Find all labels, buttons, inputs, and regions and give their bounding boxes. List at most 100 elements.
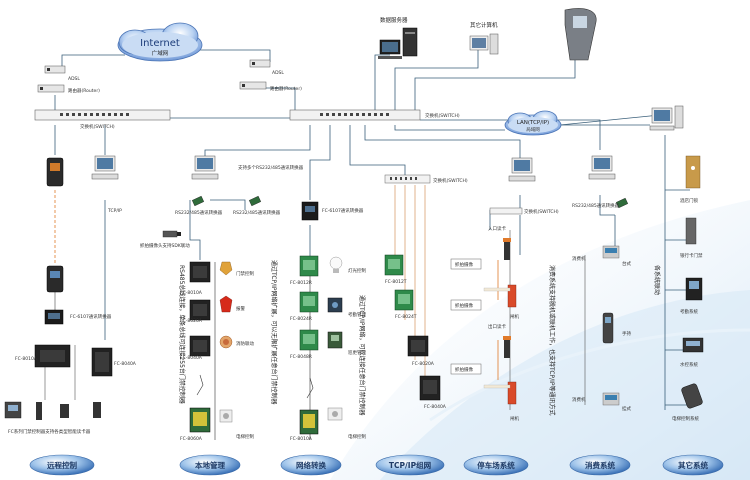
svg-text:消费机: 消费机 bbox=[572, 396, 586, 403]
internet-cloud: Internet 广域网 bbox=[117, 22, 203, 62]
remote-controller-a-label: FC-8010A bbox=[15, 356, 38, 362]
rs-converter-consumption: RS232/485通讯转换器 bbox=[572, 197, 629, 209]
other-attendance: 考勤系统 bbox=[680, 277, 703, 315]
other-vertical-text: 各系统联动 bbox=[653, 265, 661, 295]
lan-cloud-title: LAN(TCP/IP) bbox=[517, 120, 549, 126]
pc-local bbox=[191, 155, 219, 180]
svg-text:停车场系统: 停车场系统 bbox=[477, 460, 515, 470]
fc-module-left-top bbox=[46, 157, 64, 187]
pc-consumption bbox=[588, 155, 616, 180]
local-controller-3: FC-8040A bbox=[180, 335, 211, 361]
svg-text:FC-8040A: FC-8040A bbox=[424, 404, 447, 410]
network-item-attendance: 考勤管理 bbox=[327, 297, 366, 318]
parking-reader-pole-1 bbox=[503, 238, 511, 260]
svg-text:挂式: 挂式 bbox=[622, 405, 631, 412]
svg-text:FC-8012T: FC-8012T bbox=[385, 279, 407, 285]
svg-text:FC-8020A: FC-8020A bbox=[412, 361, 435, 367]
other-elevator-control: 电梯控制系统 bbox=[672, 383, 703, 422]
router-left: 路由器(Router) bbox=[37, 84, 100, 94]
tcpip-group: 通过TCP/IP网络，可以连接任意台门禁控制器 FC-8012T FC-8024… bbox=[358, 254, 447, 416]
pos-terminal-b: 消费机 挂式 bbox=[572, 392, 631, 412]
other-hotel-lock: 酒店门锁 bbox=[680, 155, 701, 204]
local-controller-2: FC-8020A bbox=[180, 299, 211, 324]
svg-text:消费机: 消费机 bbox=[572, 255, 586, 262]
rs-converter-b-label: RS232/485通讯转换器 bbox=[233, 209, 281, 216]
adsl-modem-mid: ADSL bbox=[249, 59, 284, 76]
other-systems-group: 各系统联动 酒店门锁 银行卡门禁 考勤系统 水控系统 电梯控制系统 bbox=[653, 155, 704, 422]
lan-cloud: LAN(TCP/IP) 局域网 bbox=[504, 110, 562, 136]
parking-reader-pole-2 bbox=[503, 336, 511, 358]
svg-text:FC-8010A: FC-8010A bbox=[290, 436, 313, 442]
switch-left-label: 交换机(SWITCH) bbox=[80, 123, 115, 130]
svg-text:网络转换: 网络转换 bbox=[296, 460, 326, 470]
svg-text:消费系统: 消费系统 bbox=[585, 460, 615, 470]
camera-local: 抓拍摄像头支持SDK联动 bbox=[140, 230, 190, 249]
fc-converter-mid: FC-6107通讯转换器 bbox=[301, 201, 364, 221]
svg-text:FC-8024T: FC-8024T bbox=[395, 314, 417, 320]
background-wave bbox=[330, 200, 750, 480]
svg-text:抓拍摄像: 抓拍摄像 bbox=[455, 261, 473, 268]
svg-text:抓拍摄像: 抓拍摄像 bbox=[455, 302, 473, 309]
pc-lan bbox=[649, 105, 684, 131]
svg-text:抓拍摄像: 抓拍摄像 bbox=[455, 366, 473, 373]
parking-camera-2: 抓拍摄像 bbox=[450, 299, 482, 311]
tcp-controller-4: FC-8040A bbox=[419, 375, 447, 410]
network-controller-1: FC-8012R bbox=[290, 255, 319, 286]
rs-converters-local: RS232/485通讯转换器 RS232/485通讯转换器 bbox=[175, 195, 281, 216]
svg-text:FC-8012R: FC-8012R bbox=[290, 280, 312, 286]
svg-text:台式: 台式 bbox=[622, 260, 631, 267]
data-server: 数据服务器 bbox=[378, 16, 418, 59]
network-controller-4: FC-8010A bbox=[290, 409, 319, 442]
network-vertical-text: 通过TCP/IP网络扩展，可以无限扩展任意台门禁控制器 bbox=[270, 260, 278, 405]
network-item-patrol: 巡更管理 bbox=[327, 331, 366, 356]
router-mid: 路由器(Router) bbox=[239, 81, 302, 92]
handheld-terminal: 手持 bbox=[602, 312, 631, 344]
controller-remote-b: FC-8040A bbox=[91, 347, 137, 377]
local-management-group: RS485总线连接，单条总线可连接255台门禁控制器 FC-8010A FC-8… bbox=[178, 261, 254, 442]
switch-mid: 交换机(SWITCH) bbox=[289, 109, 460, 121]
category-local: 本地管理 bbox=[179, 454, 241, 476]
svg-text:巡更管理: 巡更管理 bbox=[348, 349, 366, 356]
svg-text:水控系统: 水控系统 bbox=[680, 361, 698, 368]
network-item-elevator: 电梯控制 bbox=[327, 407, 366, 440]
parking-exit-label: 出口读卡 bbox=[488, 323, 506, 330]
adsl-modem-left: ADSL bbox=[44, 65, 80, 82]
switch-tcp: 交换机(SWITCH) bbox=[384, 174, 468, 184]
svg-text:灯光控制: 灯光控制 bbox=[348, 267, 366, 274]
switch-left: 交换机(SWITCH) bbox=[34, 109, 171, 130]
category-tcpip: TCP/IP组网 bbox=[375, 454, 445, 476]
svg-text:消防联动: 消防联动 bbox=[236, 340, 254, 347]
svg-text:电梯控制: 电梯控制 bbox=[236, 433, 254, 440]
other-computer-label: 其它计算机 bbox=[470, 21, 498, 29]
svg-text:闸机: 闸机 bbox=[510, 313, 519, 320]
svg-text:FC-8040A: FC-8040A bbox=[180, 355, 203, 361]
adsl-left-label: ADSL bbox=[68, 76, 80, 82]
tcp-controller-2: FC-8024T bbox=[394, 289, 417, 320]
local-item-door-control: 门禁控制 bbox=[219, 261, 254, 277]
parking-group: 入口读卡 出口读卡 抓拍摄像 抓拍摄像 抓拍摄像 闸机 闸机 bbox=[450, 225, 519, 422]
connection-lines bbox=[54, 49, 690, 410]
tcp-vertical-text: 通过TCP/IP网络，可以连接任意台门禁控制器 bbox=[358, 295, 366, 416]
parking-entrance-label: 入口读卡 bbox=[488, 225, 506, 232]
fc-converter-left: FC-6107通讯转换器 bbox=[44, 309, 112, 325]
local-item-fire-linkage: 消防联动 bbox=[219, 335, 254, 349]
local-controller-4: FC-8060A bbox=[180, 407, 211, 442]
controller-remote-a: FC-8010A bbox=[15, 344, 71, 368]
other-computer: 其它计算机 bbox=[469, 21, 499, 55]
category-other: 其它系统 bbox=[662, 454, 724, 476]
svg-text:FC-8010A: FC-8010A bbox=[180, 290, 203, 296]
category-remote: 远程控制 bbox=[29, 454, 95, 476]
consumption-vertical-text: 消费系统支持脱机或联机工作，也支持TCP/IP等通讯方式 bbox=[548, 265, 556, 416]
local-controller-1: FC-8010A bbox=[180, 261, 211, 296]
local-item-elevator: 电梯控制 bbox=[219, 409, 254, 440]
tcpip-label-left: TCP/IP bbox=[107, 208, 122, 214]
category-bar: 远程控制 本地管理 网络转换 TCP/IP组网 停车场系统 消费系统 其它系统 bbox=[29, 454, 724, 476]
svg-text:电梯控制系统: 电梯控制系统 bbox=[672, 415, 699, 422]
switch-parking: 交换机(SWITCH) bbox=[489, 207, 559, 215]
router-left-label: 路由器(Router) bbox=[68, 87, 100, 94]
svg-text:本地管理: 本地管理 bbox=[194, 460, 225, 470]
network-controller-3: FC-8048R bbox=[290, 329, 319, 360]
svg-text:报警: 报警 bbox=[236, 305, 245, 312]
local-item-alarm: 报警 bbox=[219, 295, 245, 313]
svg-text:银行卡门禁: 银行卡门禁 bbox=[680, 252, 703, 259]
